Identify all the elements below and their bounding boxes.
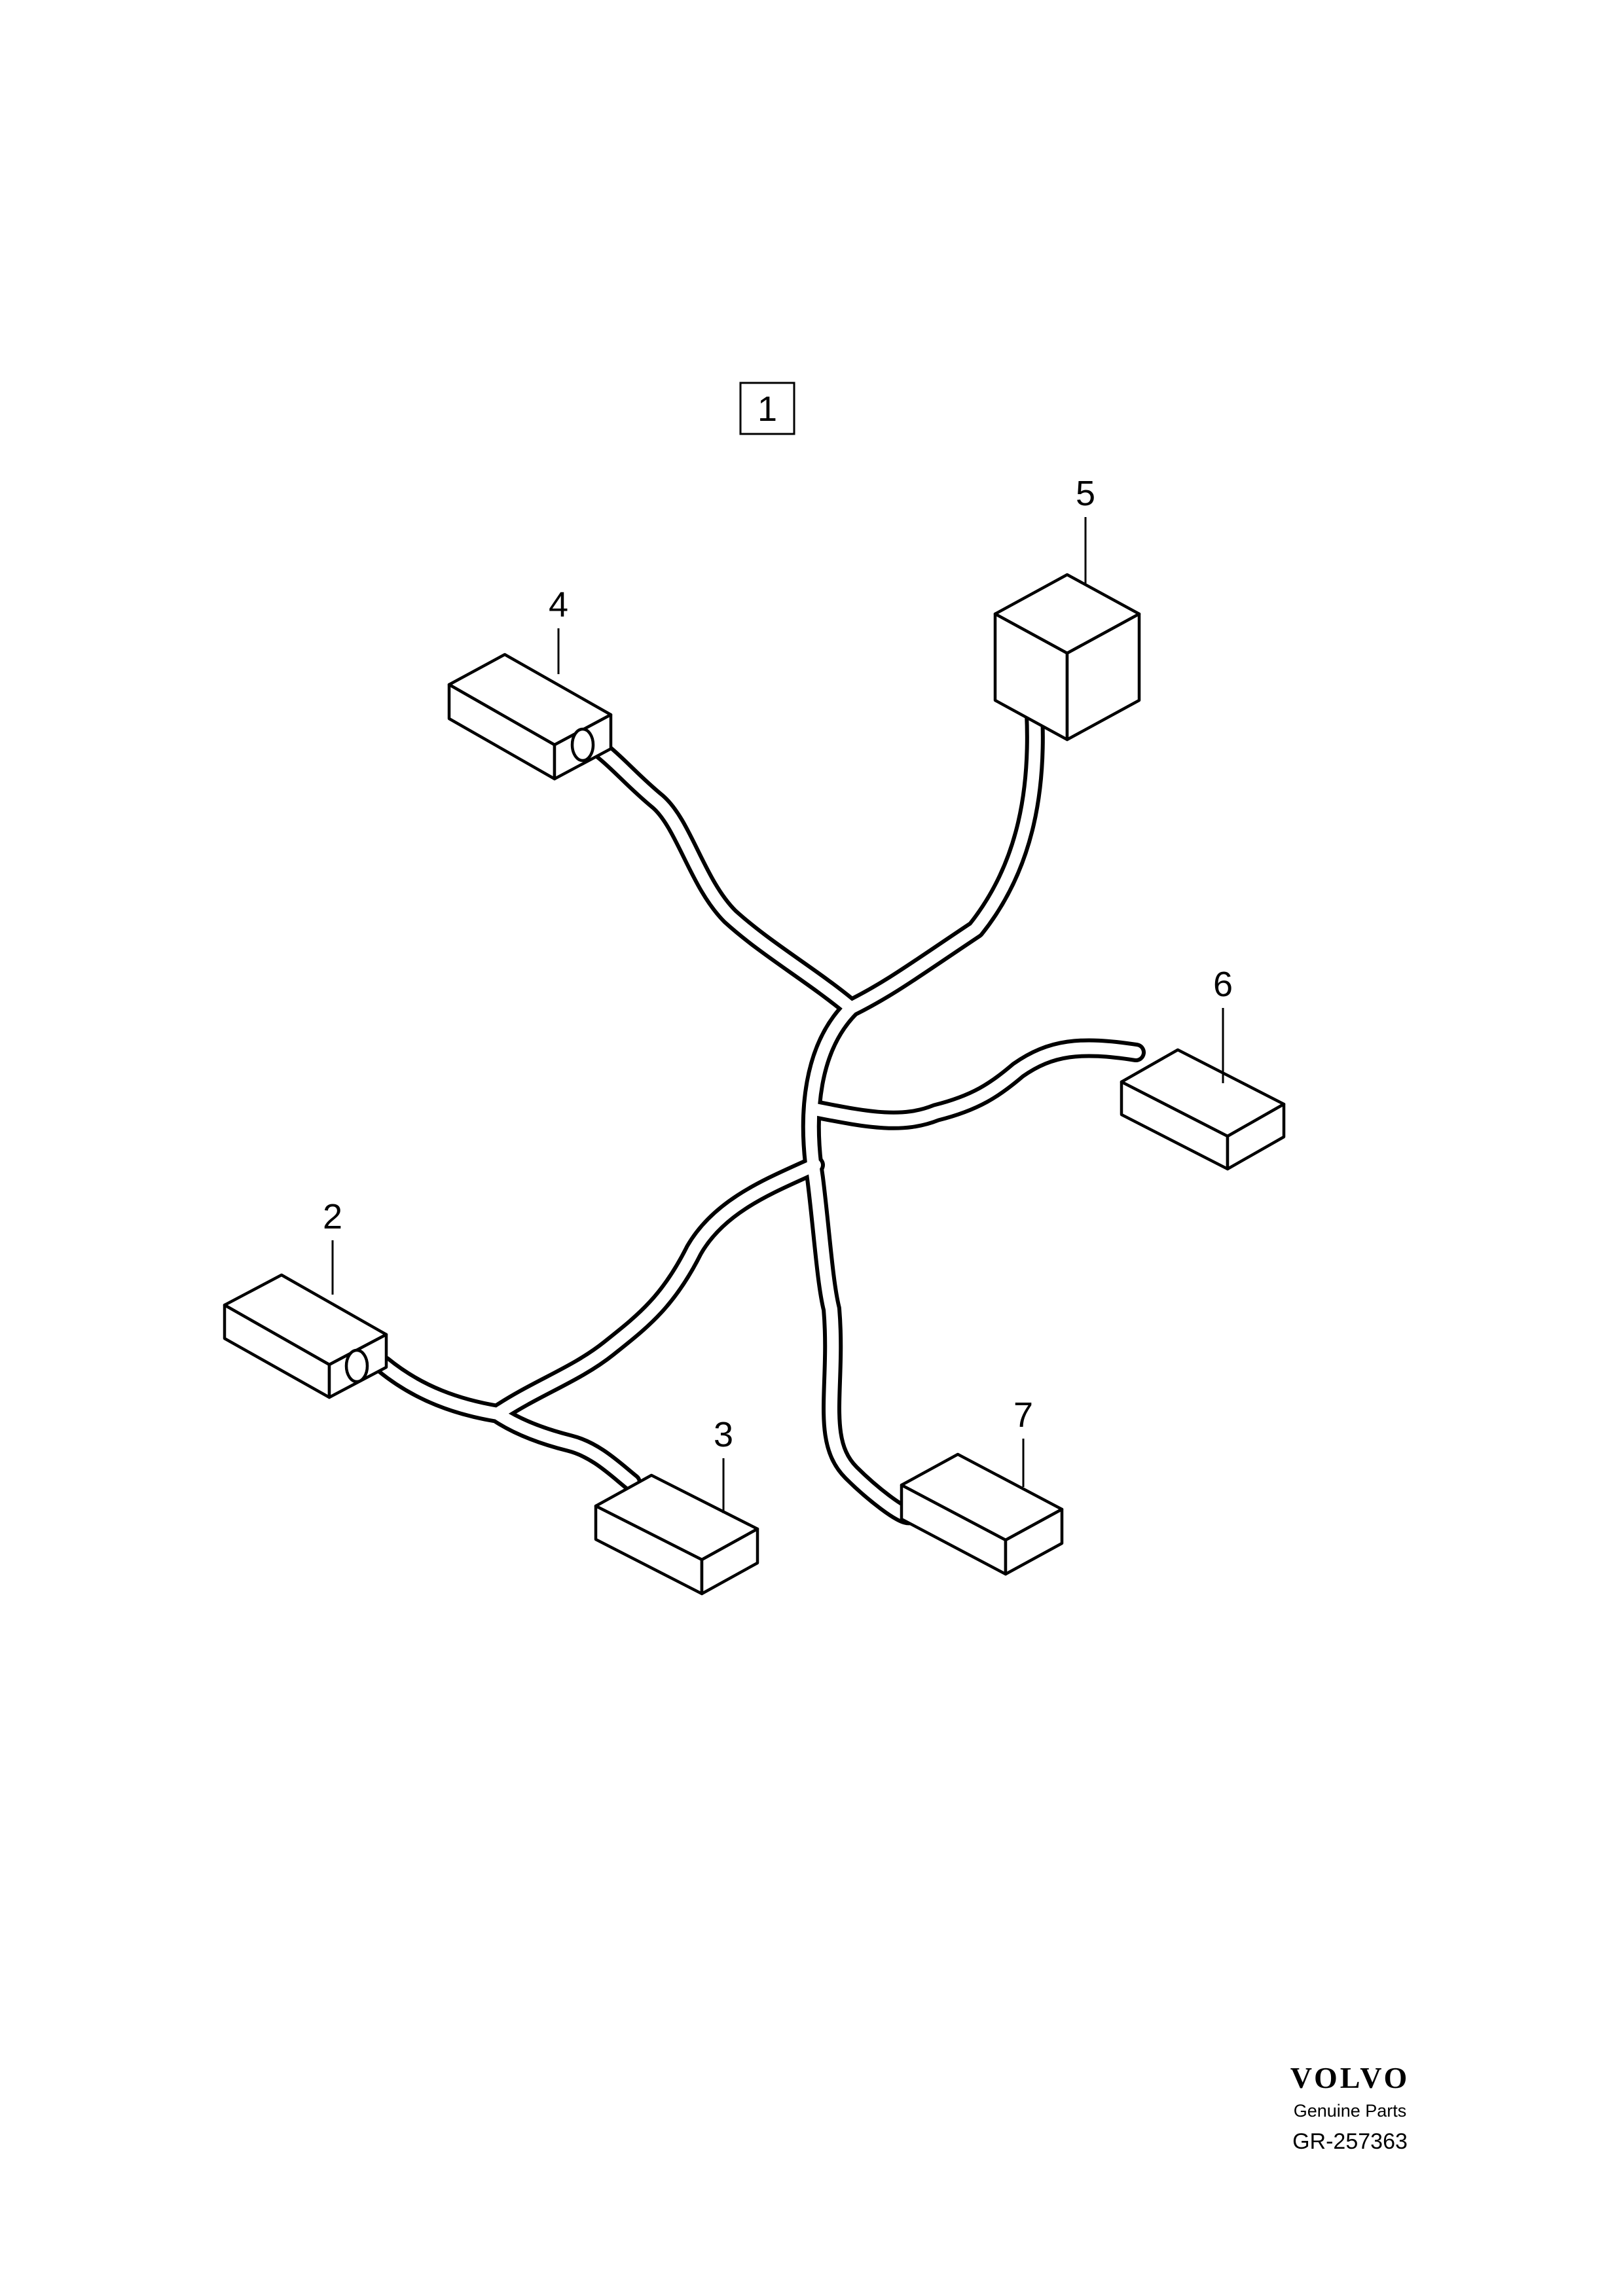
assembly-reference-number: 1 — [757, 389, 777, 429]
connector-5 — [993, 573, 1141, 742]
connector-6 — [1120, 1048, 1286, 1171]
callouts: 4 5 6 2 3 7 — [323, 474, 1233, 1454]
callout-7: 7 — [1013, 1395, 1033, 1435]
cable-branch-6 — [805, 1038, 1146, 1130]
connector-3 — [594, 1473, 759, 1596]
diagram-code: GR-257363 — [1292, 2129, 1408, 2154]
callout-3: 3 — [714, 1415, 733, 1454]
leader-lines — [331, 517, 1224, 1513]
callout-2: 2 — [323, 1197, 342, 1236]
harness-cables — [373, 704, 1146, 1526]
connector-4 — [447, 653, 613, 781]
assembly-reference-box: 1 — [739, 382, 795, 435]
connector-2 — [223, 1273, 388, 1399]
callout-4: 4 — [549, 585, 568, 624]
callout-6: 6 — [1213, 965, 1233, 1004]
cable-branch-2-3 — [373, 1155, 825, 1492]
callout-5: 5 — [1076, 474, 1095, 513]
connector-7 — [900, 1452, 1064, 1576]
footer-branding: VOLVO Genuine Parts GR-257363 — [1265, 2063, 1435, 2155]
volvo-logo-text: VOLVO — [1290, 2061, 1410, 2094]
genuine-parts-label: Genuine Parts — [1293, 2101, 1407, 2121]
cable-branch-4 — [566, 726, 861, 1018]
